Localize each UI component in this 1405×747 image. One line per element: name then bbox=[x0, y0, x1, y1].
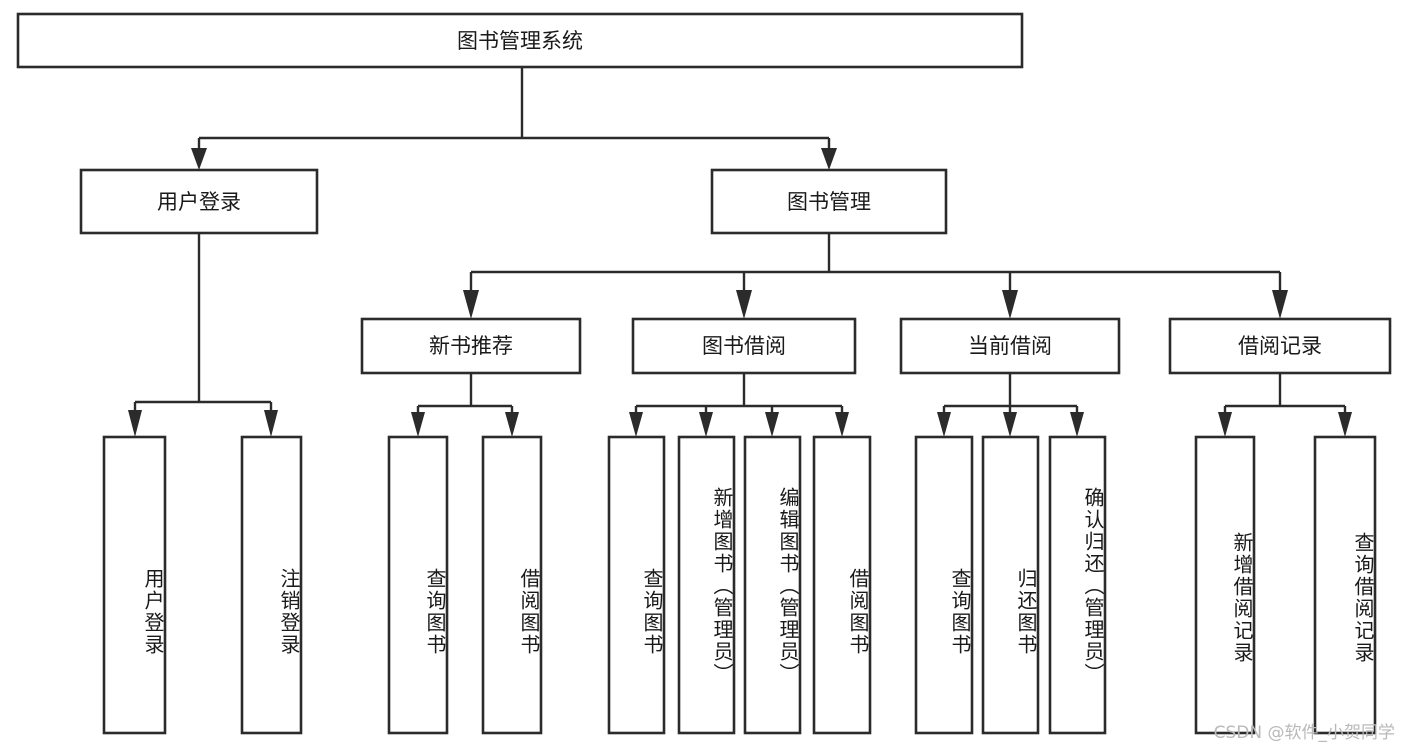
node-user-login-label: 用户登录 bbox=[157, 190, 241, 214]
connector-group-root bbox=[191, 67, 837, 170]
node-book-borrow[interactable]: 图书借阅 bbox=[631, 317, 857, 375]
leaf-box-cb-return-book[interactable] bbox=[981, 435, 1040, 735]
node-root[interactable]: 图书管理系统 bbox=[16, 12, 1024, 69]
node-borrow-record-box[interactable] bbox=[1168, 317, 1392, 375]
arrowhead-bb-edit-book bbox=[765, 412, 779, 437]
node-borrow-record[interactable]: 借阅记录 bbox=[1168, 317, 1392, 375]
connector-group-book-borrow bbox=[629, 373, 849, 437]
leaf-box-br-query-record[interactable] bbox=[1313, 435, 1377, 735]
node-current-borrow[interactable]: 当前借阅 bbox=[899, 317, 1121, 375]
node-user-login[interactable]: 用户登录 bbox=[79, 168, 319, 235]
arrowhead-br-query-record bbox=[1338, 412, 1352, 437]
node-borrow-record-label: 借阅记录 bbox=[1238, 334, 1322, 358]
node-user-login-box[interactable] bbox=[79, 168, 319, 235]
arrowhead-book-manage bbox=[821, 148, 837, 170]
leaf-box-bb-add-book[interactable] bbox=[677, 435, 736, 735]
leaf-box-logout[interactable] bbox=[240, 435, 303, 735]
arrowhead-cb-query-book bbox=[937, 412, 951, 437]
arrowhead-br-add-record bbox=[1218, 412, 1232, 437]
node-current-borrow-box[interactable] bbox=[899, 317, 1121, 375]
node-new-book-recommend[interactable]: 新书推荐 bbox=[360, 317, 582, 375]
connector-group-book-manage bbox=[463, 233, 1288, 319]
node-new-book-recommend-label: 新书推荐 bbox=[429, 334, 513, 358]
arrowhead-cb-return-book bbox=[1003, 412, 1017, 437]
leaf-box-cb-query-book[interactable] bbox=[914, 435, 974, 735]
connector-group-borrow-record bbox=[1218, 373, 1352, 437]
leaf-box-nbr-borrow-book[interactable] bbox=[481, 435, 543, 735]
leaf-box-user-login[interactable] bbox=[102, 435, 167, 735]
arrowhead-borrow-record bbox=[1272, 290, 1288, 319]
node-book-manage[interactable]: 图书管理 bbox=[710, 168, 948, 235]
arrowhead-new-book-rec bbox=[463, 290, 479, 319]
connector-group-user-login bbox=[128, 233, 278, 437]
arrowhead-bb-borrow-book bbox=[835, 412, 849, 437]
node-current-borrow-label: 当前借阅 bbox=[968, 334, 1052, 358]
leaf-box-bb-edit-book[interactable] bbox=[743, 435, 802, 735]
arrowhead-book-borrow bbox=[736, 290, 752, 319]
leaf-box-nbr-query-book[interactable] bbox=[387, 435, 449, 735]
node-book-borrow-label: 图书借阅 bbox=[702, 334, 786, 358]
arrowhead-leaf-logout bbox=[264, 410, 278, 437]
arrowhead-cb-confirm-return bbox=[1070, 412, 1084, 437]
node-book-borrow-box[interactable] bbox=[631, 317, 857, 375]
arrowhead-current-borrow bbox=[1002, 290, 1018, 319]
arrowhead-nbr-query-book bbox=[411, 412, 425, 437]
arrowhead-nbr-borrow-book bbox=[505, 412, 519, 437]
node-new-book-recommend-box[interactable] bbox=[360, 317, 582, 375]
arrowhead-leaf-user-login bbox=[128, 410, 142, 437]
arrowhead-user-login bbox=[191, 148, 207, 170]
node-book-manage-label: 图书管理 bbox=[787, 190, 871, 214]
node-root-box[interactable] bbox=[16, 12, 1024, 69]
leaf-box-cb-confirm-return[interactable] bbox=[1048, 435, 1107, 735]
leaf-box-bb-borrow-book[interactable] bbox=[812, 435, 872, 735]
arrowhead-bb-add-book bbox=[699, 412, 713, 437]
leaf-box-br-add-record[interactable] bbox=[1194, 435, 1256, 735]
node-root-label: 图书管理系统 bbox=[457, 29, 583, 53]
connector-group-current-borrow bbox=[937, 373, 1084, 437]
csdn-watermark: CSDN @软件_小贺同学 bbox=[1213, 723, 1395, 743]
connector-group-new-book-rec bbox=[411, 373, 519, 437]
arrowhead-bb-query-book bbox=[629, 412, 643, 437]
node-book-manage-box[interactable] bbox=[710, 168, 948, 235]
leaf-box-bb-query-book[interactable] bbox=[607, 435, 666, 735]
